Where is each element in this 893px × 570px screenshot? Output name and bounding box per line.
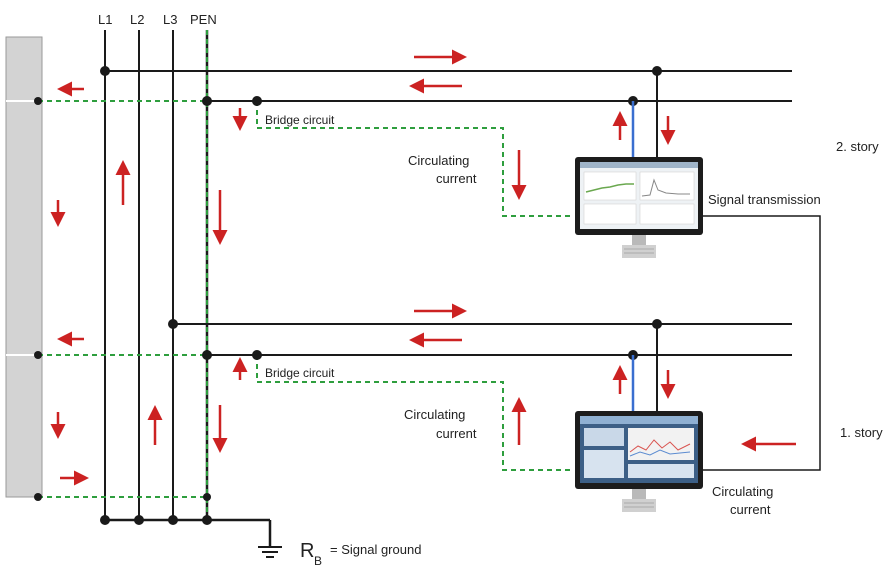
signal-transmission-line (703, 215, 821, 471)
conductor-label-l2: L2 (130, 12, 144, 27)
current-arrows (50, 49, 796, 486)
circulating-label-lower-1: Circulating (404, 407, 465, 422)
conductor-label-l1: L1 (98, 12, 112, 27)
circulating-label-right-2: current (730, 502, 771, 517)
conductor-label-pen: PEN (190, 12, 217, 27)
lower-nodes (34, 319, 662, 501)
lower-bridge-dashed (256, 355, 570, 471)
lower-lines (173, 323, 792, 356)
circulating-label-lower-2: current (436, 426, 477, 441)
monitor-icon (575, 157, 703, 258)
story-1-label: 1. story (840, 425, 883, 440)
bottom-bus (105, 518, 272, 547)
bus-nodes (100, 515, 212, 525)
circulating-label-upper-2: current (436, 171, 477, 186)
upper-bridge-dashed (256, 101, 570, 217)
circulating-label-upper-1: Circulating (408, 153, 469, 168)
upper-lines (105, 70, 792, 102)
bridge-circuit-label-upper: Bridge circuit (265, 113, 335, 127)
signal-transmission-label: Signal transmission (708, 192, 821, 207)
signal-ground-label: = Signal ground (330, 542, 421, 557)
ground-symbol-icon (258, 546, 282, 558)
rb-subscript: B (314, 554, 322, 568)
rb-label: R (300, 540, 314, 562)
story-2-label: 2. story (836, 139, 879, 154)
vertical-conductors (104, 30, 209, 520)
building-wall (5, 36, 43, 498)
circulating-label-right-1: Circulating (712, 484, 773, 499)
monitor-icon (575, 411, 703, 512)
bridge-circuit-label-lower: Bridge circuit (265, 366, 335, 380)
conductor-label-l3: L3 (163, 12, 177, 27)
